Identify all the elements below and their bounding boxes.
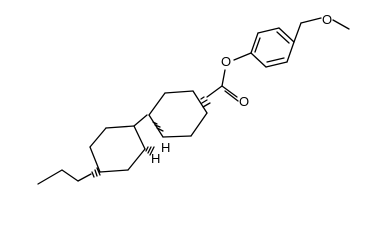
benzylic-bond — [293, 22, 302, 43]
ch2-o-bond — [300, 17, 322, 24]
o-methyl-bond — [332, 19, 350, 30]
stereo-hash-propyl — [91, 167, 101, 178]
carbonyl-oxygen-label: O — [239, 94, 249, 109]
propyl-bond-2 — [61, 169, 79, 182]
propyl-bond-1 — [37, 169, 63, 185]
cyclohexane-ring-upper — [148, 90, 208, 138]
structure-canvas: H H O O — [37, 12, 350, 185]
h-label-lower: H — [151, 151, 160, 166]
ester-to-ring-bond — [233, 52, 252, 61]
stereo-hash-h-lower — [145, 146, 155, 156]
carbonyl-double-bond-a — [221, 85, 238, 98]
cyclohexane-ring-lower — [89, 125, 146, 173]
ring-link-bond — [133, 114, 148, 127]
benzene-ring — [250, 27, 295, 68]
carbonyl-c-bond — [206, 85, 223, 98]
h-label-upper: H — [161, 140, 170, 155]
ester-single-bond — [221, 69, 226, 87]
stereo-hash-carbonyl — [200, 96, 211, 108]
chemical-structure: H H O O — [37, 12, 350, 185]
carbonyl-double-bond-b — [224, 90, 239, 102]
ether-oxygen-label: O — [322, 12, 332, 27]
ester-oxygen-label: O — [221, 54, 231, 69]
propyl-bond-3 — [77, 173, 92, 182]
